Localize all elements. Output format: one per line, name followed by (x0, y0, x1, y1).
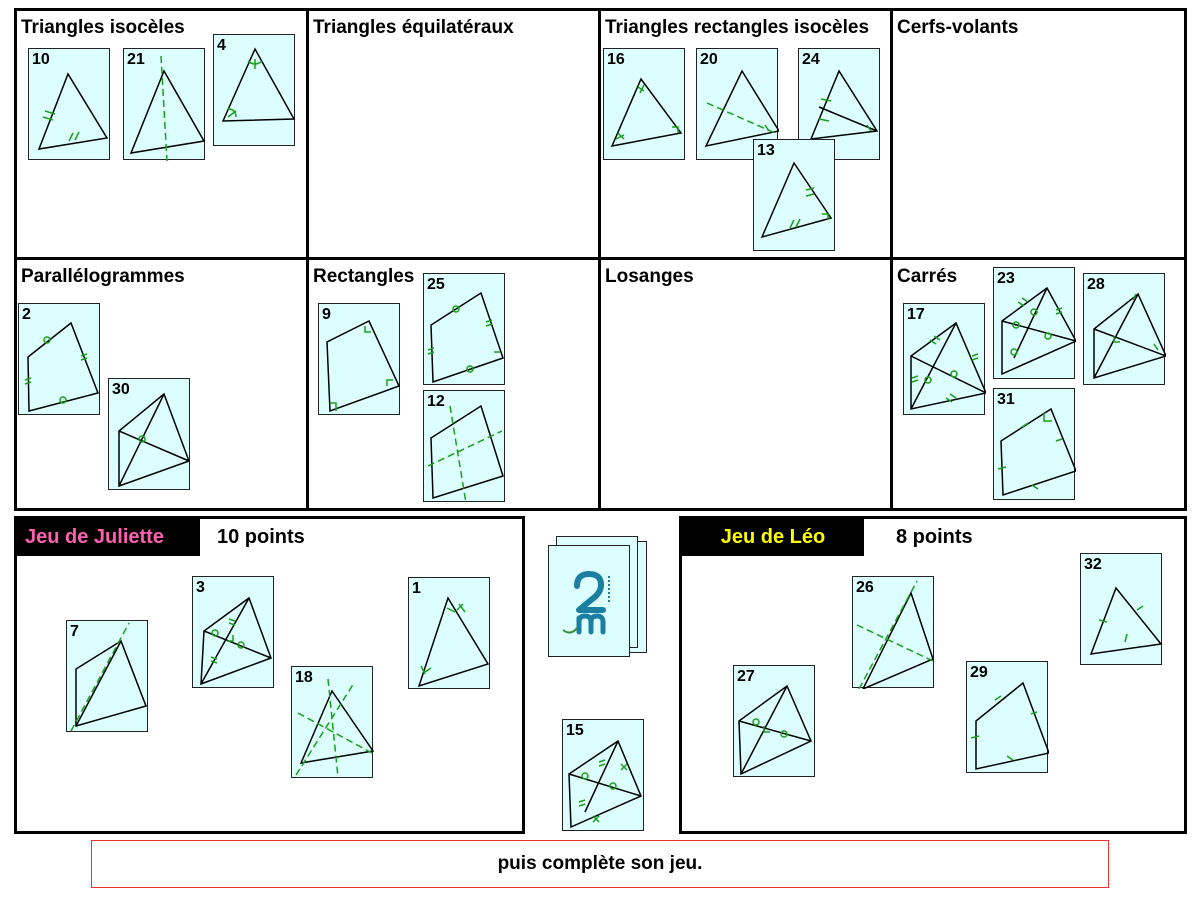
shape-figure-icon (1089, 586, 1163, 655)
category-kites[interactable]: Cerfs-volants (890, 8, 1187, 260)
card-number: 29 (970, 664, 988, 681)
card-number: 15 (566, 722, 584, 739)
shape-figure-icon (568, 739, 642, 829)
card-number: 13 (757, 142, 775, 159)
card-number: 27 (737, 668, 755, 685)
shape-card-9[interactable]: 9 (318, 303, 401, 415)
shape-figure-icon (70, 622, 147, 732)
shape-figure-icon (809, 69, 879, 140)
shape-figure-icon (704, 69, 779, 148)
discard-card-15[interactable]: 15 (562, 719, 644, 831)
leo-label: Jeu de Léo (682, 519, 864, 556)
shape-card-32[interactable]: 32 (1080, 553, 1163, 665)
shape-figure-icon (910, 321, 986, 410)
category-title: Triangles isocèles (21, 17, 185, 38)
shape-card-29[interactable]: 29 (966, 661, 1049, 773)
shape-card-26[interactable]: 26 (852, 576, 934, 689)
card-number: 28 (1087, 276, 1105, 293)
juliette-label: Jeu de Juliette (17, 519, 200, 556)
shape-card-21[interactable]: 21 (123, 48, 206, 161)
card-number: 1 (412, 580, 421, 597)
card-number: 23 (997, 270, 1015, 287)
leo-points: 8 points (896, 526, 973, 548)
shape-card-4[interactable]: 4 (213, 34, 296, 146)
shape-card-17[interactable]: 17 (903, 303, 986, 415)
shape-card-27[interactable]: 27 (733, 665, 815, 777)
instruction-box: puis complète son jeu. (91, 840, 1109, 888)
shape-figure-icon (427, 291, 504, 384)
shape-card-23[interactable]: 23 (993, 267, 1076, 379)
shape-card-25[interactable]: 25 (423, 273, 505, 385)
shape-figure-icon (129, 55, 206, 161)
card-number: 16 (607, 51, 625, 68)
shape-figure-icon (24, 321, 100, 412)
shape-figure-icon (37, 72, 109, 150)
category-title: Parallélogrammes (21, 266, 185, 287)
category-title: Triangles équilatéraux (313, 17, 514, 38)
card-number: 18 (295, 669, 313, 686)
category-title: Triangles rectangles isocèles (605, 17, 870, 38)
category-title: Cerfs-volants (897, 17, 1019, 38)
category-title: Carrés (897, 266, 958, 287)
card-number: 32 (1084, 556, 1102, 573)
logo-icon (562, 571, 610, 635)
card-number: 9 (322, 306, 331, 323)
shape-card-7[interactable]: 7 (66, 620, 148, 732)
shape-card-16[interactable]: 16 (603, 48, 685, 160)
juliette-points: 10 points (217, 526, 305, 548)
category-equilateral[interactable]: Triangles équilatéraux (306, 8, 601, 260)
shape-figure-icon (118, 392, 190, 488)
deck-card-top[interactable] (548, 545, 630, 657)
shape-card-18[interactable]: 18 (291, 666, 374, 778)
card-number: 30 (112, 381, 130, 398)
card-number: 31 (997, 391, 1015, 408)
shape-figure-icon (221, 47, 296, 122)
shape-figure-icon (295, 678, 374, 778)
card-number: 3 (196, 579, 205, 596)
shape-card-30[interactable]: 30 (108, 378, 190, 490)
shape-card-13[interactable]: 13 (753, 139, 835, 251)
shape-figure-icon (970, 681, 1049, 770)
shape-figure-icon (760, 161, 833, 239)
shape-figure-icon (1093, 292, 1166, 380)
shape-figure-icon (856, 580, 934, 689)
shape-figure-icon (326, 319, 401, 413)
shape-figure-icon (427, 404, 504, 503)
shape-card-10[interactable]: 10 (28, 48, 110, 160)
shape-card-31[interactable]: 31 (993, 388, 1076, 500)
card-number: 21 (127, 51, 145, 68)
card-number: 20 (700, 51, 718, 68)
shape-figure-icon (610, 77, 683, 147)
card-number: 2 (22, 306, 31, 323)
category-title: Rectangles (313, 266, 415, 287)
card-number: 10 (32, 51, 50, 68)
card-number: 4 (217, 37, 226, 54)
shape-card-1[interactable]: 1 (408, 577, 490, 689)
card-number: 17 (907, 306, 925, 323)
shape-card-28[interactable]: 28 (1083, 273, 1166, 385)
card-number: 26 (856, 579, 874, 596)
shape-card-2[interactable]: 2 (18, 303, 100, 415)
category-rhombuses[interactable]: Losanges (598, 257, 893, 511)
shape-figure-icon (417, 596, 490, 688)
shape-figure-icon (200, 596, 272, 686)
shape-card-3[interactable]: 3 (192, 576, 274, 688)
card-number: 7 (70, 623, 79, 640)
card-number: 12 (427, 393, 445, 410)
card-number: 25 (427, 276, 445, 293)
category-title: Losanges (605, 266, 694, 287)
card-number: 24 (802, 51, 820, 68)
shape-card-12[interactable]: 12 (423, 390, 505, 503)
shape-figure-icon (997, 407, 1076, 497)
shape-figure-icon (738, 684, 812, 776)
shape-figure-icon (1001, 286, 1076, 376)
